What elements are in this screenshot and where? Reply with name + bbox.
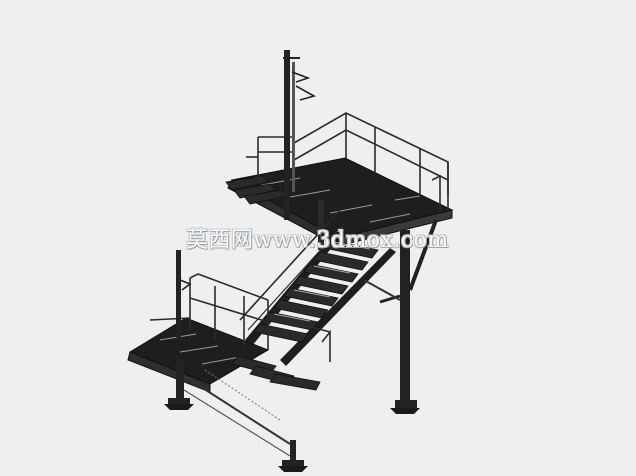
top-mast [283, 50, 317, 220]
lower-platform [127, 317, 321, 393]
support-columns [164, 200, 438, 472]
upper-platform-grating [261, 177, 421, 223]
lower-platform-deck [128, 317, 270, 385]
stringer-right [280, 248, 396, 366]
watermark-text: 莫西网www.3dmox.com [186, 228, 449, 253]
left-mast [176, 250, 192, 340]
lower-steps [231, 355, 321, 391]
upper-railing [246, 112, 449, 210]
main-flight [239, 209, 396, 366]
tread-highlights [273, 241, 371, 322]
lower-railing [149, 273, 269, 350]
